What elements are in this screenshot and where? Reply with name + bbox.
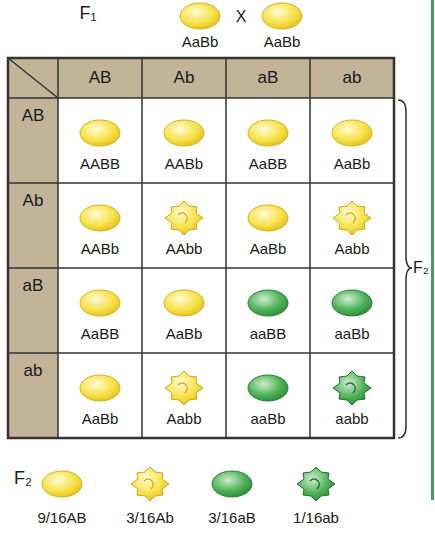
generation-label: F₁ — [79, 4, 96, 24]
genotype: aabb — [335, 411, 368, 428]
header-column — [8, 58, 58, 438]
generation-label: F₂ — [413, 259, 429, 277]
ratio-label: 3/16aB — [208, 510, 256, 527]
gamete-header: ab — [343, 69, 362, 88]
genotype: AAbb — [166, 241, 203, 258]
genotype: AABb — [81, 241, 119, 258]
grid-lines — [8, 58, 394, 438]
genotype: AABb — [165, 156, 203, 173]
ratio-label: 3/16Ab — [126, 510, 174, 527]
edge-bar — [431, 0, 434, 500]
gamete-header: Ab — [23, 192, 44, 211]
genotype: aaBb — [250, 411, 285, 428]
pea-yellow-round — [180, 3, 220, 29]
genotype: AaBb — [182, 34, 219, 51]
gamete-header: aB — [23, 277, 44, 296]
table-ground — [8, 58, 394, 438]
ratio-label: 9/16AB — [37, 510, 86, 527]
bracket — [398, 100, 412, 438]
ratio-label: 1/16ab — [293, 510, 339, 527]
genotype: AaBb — [250, 241, 287, 258]
genotype: AaBb — [82, 411, 119, 428]
genotype: AaBB — [249, 156, 287, 173]
gamete-header: Ab — [174, 69, 195, 88]
genotype: AaBB — [81, 326, 119, 343]
genotype: AaBb — [334, 156, 371, 173]
genotype: aaBb — [334, 326, 369, 343]
result-peas — [42, 467, 335, 501]
header-row — [8, 58, 394, 98]
cross-sign: X — [236, 8, 247, 26]
gamete-header: ab — [24, 362, 43, 381]
genotype: AABB — [80, 156, 120, 173]
table-border — [8, 58, 394, 438]
genotype: aaBB — [250, 326, 287, 343]
generation-label: F₂ — [14, 469, 32, 489]
gamete-header: AB — [89, 69, 112, 88]
genotype: Aabb — [334, 241, 369, 258]
genotype: Aabb — [166, 411, 201, 428]
gamete-header: aB — [258, 69, 279, 88]
gamete-header: AB — [22, 107, 45, 126]
pea-yellow-round — [262, 3, 302, 29]
genotype: AaBb — [264, 34, 301, 51]
genotype: AaBb — [166, 326, 203, 343]
cell-peas — [80, 120, 372, 405]
